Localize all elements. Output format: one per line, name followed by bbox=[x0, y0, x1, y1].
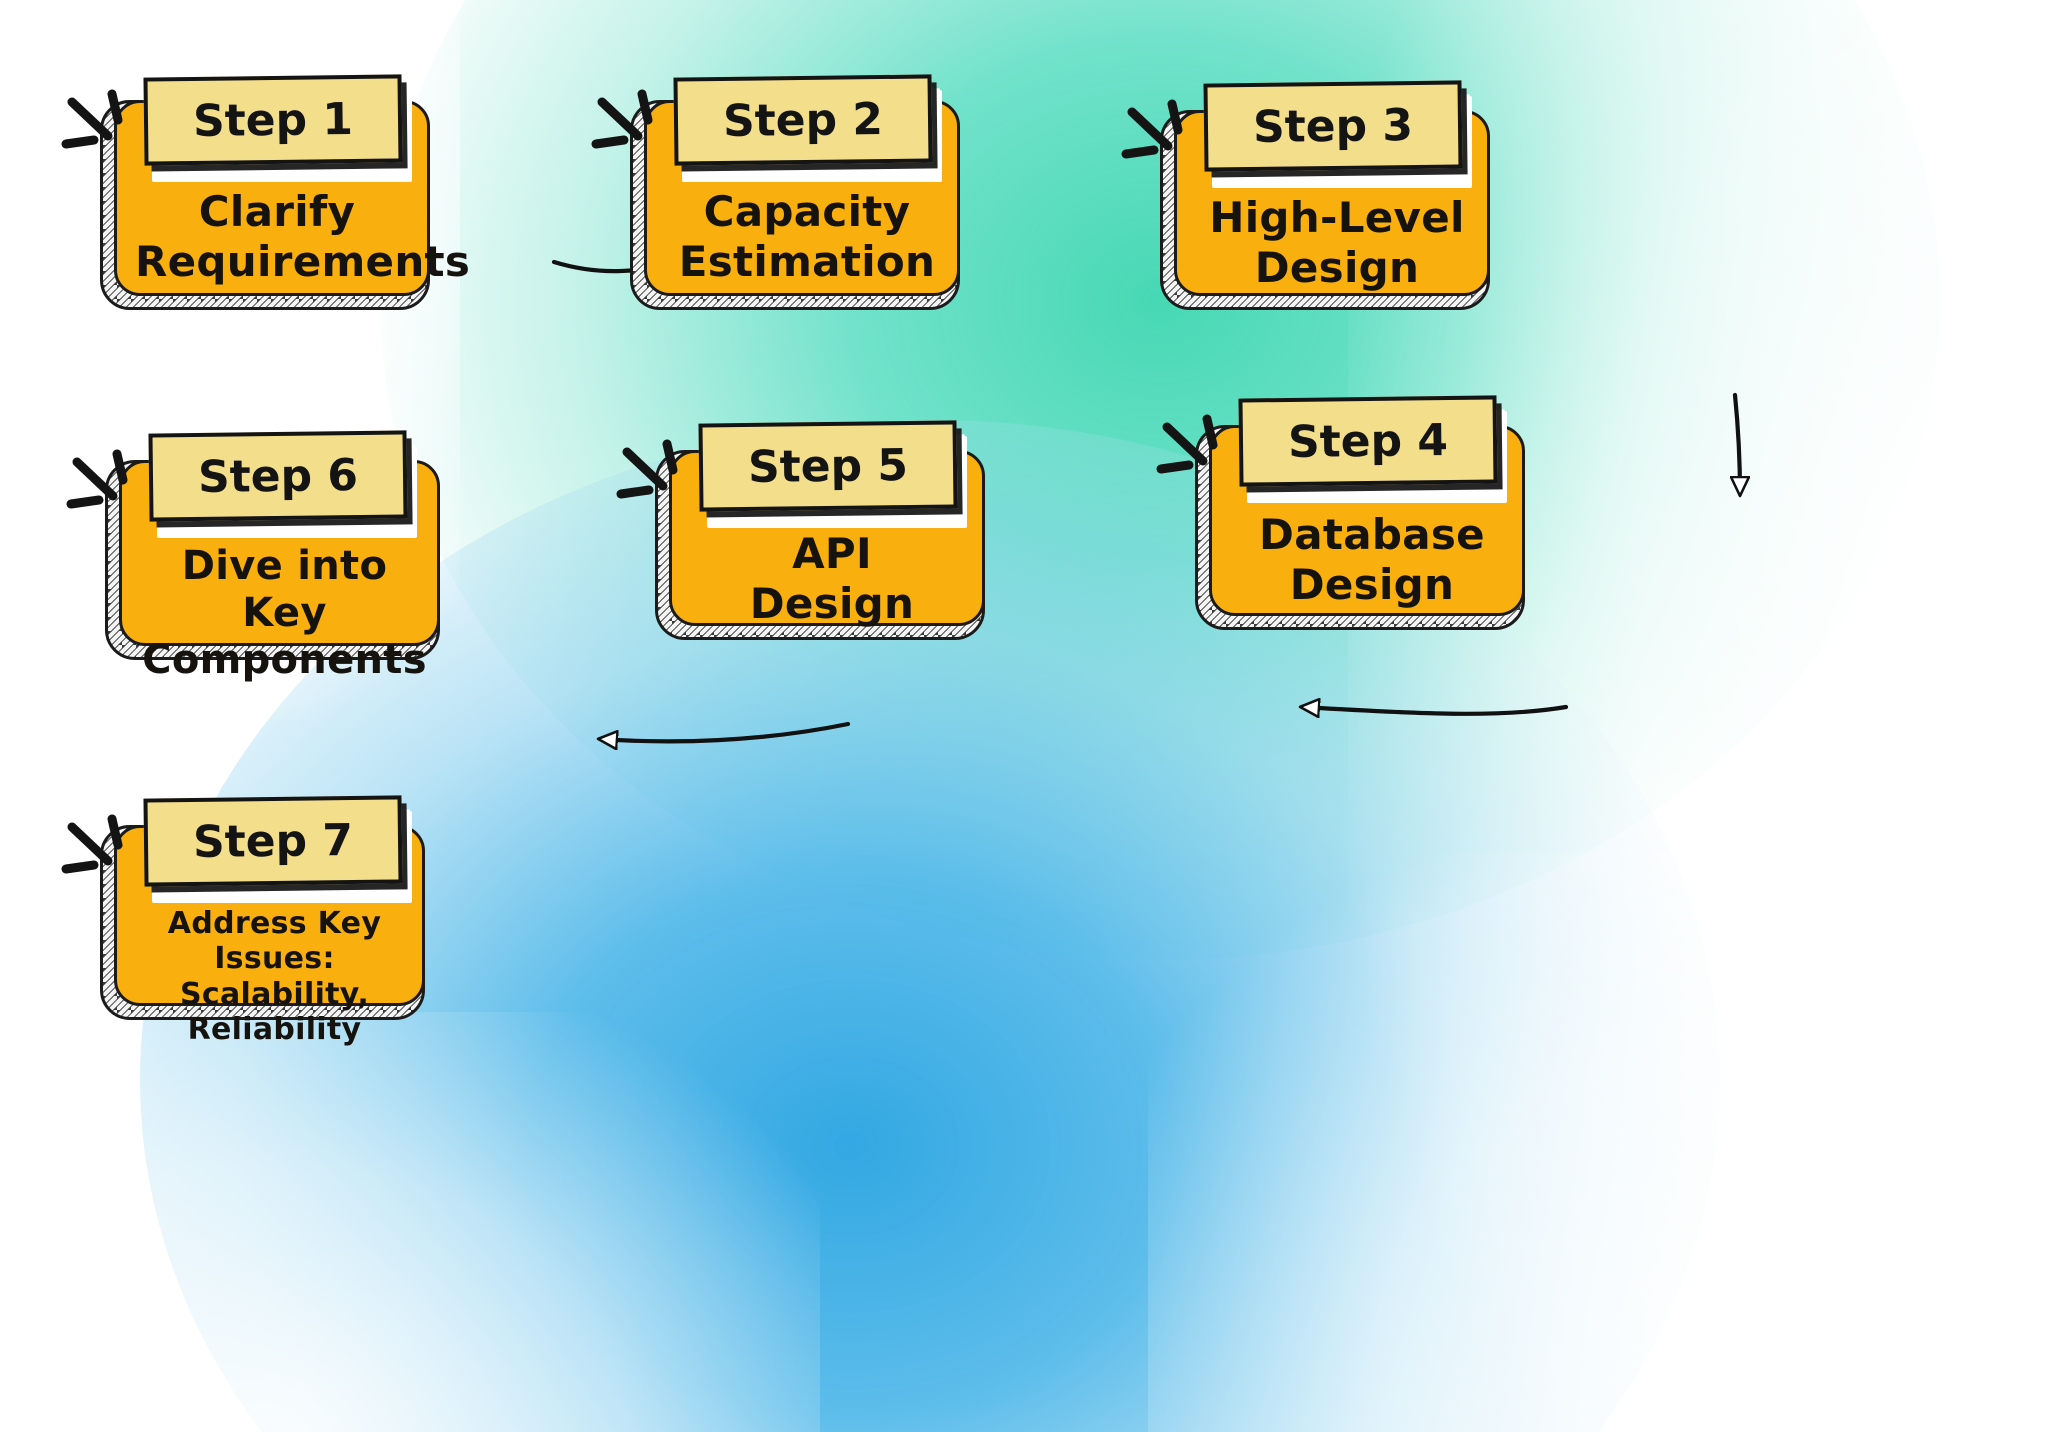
node-step3[interactable]: High-Level Design Step 3 bbox=[1121, 80, 1490, 310]
node-step1[interactable]: Clarify Requirements Step 1 bbox=[61, 74, 471, 310]
edge-step4-step5 bbox=[1302, 707, 1569, 714]
node-step-tab[interactable]: Step 5 bbox=[698, 420, 958, 512]
node-label: API Design bbox=[749, 529, 915, 628]
background-white-bottom bbox=[0, 1012, 820, 1432]
node-step7[interactable]: Address Key Issues: Scalability, Reliabi… bbox=[61, 795, 425, 1047]
node-step-tab-label: Step 7 bbox=[192, 814, 354, 868]
node-label: Database Design bbox=[1259, 510, 1485, 609]
sparkle-icon bbox=[1156, 414, 1218, 474]
sparkle-icon bbox=[66, 449, 128, 509]
node-sparkle bbox=[60, 80, 150, 170]
node-step-tab-label: Step 4 bbox=[1287, 414, 1449, 468]
node-step-tab[interactable]: Step 1 bbox=[143, 74, 403, 166]
node-sparkle bbox=[60, 805, 150, 895]
node-sparkle bbox=[65, 440, 155, 530]
node-label: Clarify Requirements bbox=[135, 187, 471, 286]
node-step-tab[interactable]: Step 3 bbox=[1203, 80, 1463, 172]
node-step-tab-label: Step 1 bbox=[192, 93, 354, 147]
node-sparkle bbox=[615, 430, 705, 520]
node-step-tab-label: Step 6 bbox=[197, 449, 359, 503]
node-sparkle bbox=[590, 80, 680, 170]
edge-step3-step4 bbox=[1735, 392, 1740, 494]
background-white-bottom-right bbox=[1148, 852, 2048, 1432]
node-step-tab-label: Step 5 bbox=[747, 439, 909, 493]
node-step6[interactable]: Dive into Key Components Step 6 bbox=[66, 430, 440, 683]
node-step-tab[interactable]: Step 2 bbox=[673, 74, 933, 166]
node-label: Address Key Issues: Scalability, Reliabi… bbox=[167, 906, 382, 1048]
edge-step5-step6 bbox=[600, 721, 851, 741]
node-step-tab[interactable]: Step 4 bbox=[1238, 395, 1498, 487]
node-step-tab-label: Step 2 bbox=[722, 93, 884, 147]
node-step-tab[interactable]: Step 6 bbox=[148, 430, 408, 522]
node-sparkle bbox=[1120, 90, 1210, 180]
node-step2[interactable]: Capacity Estimation Step 2 bbox=[591, 74, 960, 310]
sparkle-icon bbox=[61, 814, 123, 874]
sparkle-icon bbox=[1121, 99, 1183, 159]
node-step5[interactable]: API Design Step 5 bbox=[616, 420, 985, 640]
node-label: Capacity Estimation bbox=[678, 187, 936, 286]
sparkle-icon bbox=[61, 89, 123, 149]
node-sparkle bbox=[1155, 405, 1245, 495]
node-step-tab-label: Step 3 bbox=[1252, 99, 1414, 153]
node-step-tab[interactable]: Step 7 bbox=[143, 795, 403, 887]
sparkle-icon bbox=[591, 89, 653, 149]
node-label: High-Level Design bbox=[1209, 193, 1465, 292]
sparkle-icon bbox=[616, 439, 678, 499]
node-step4[interactable]: Database Design Step 4 bbox=[1156, 395, 1525, 630]
node-label: Dive into Key Components bbox=[142, 543, 427, 684]
